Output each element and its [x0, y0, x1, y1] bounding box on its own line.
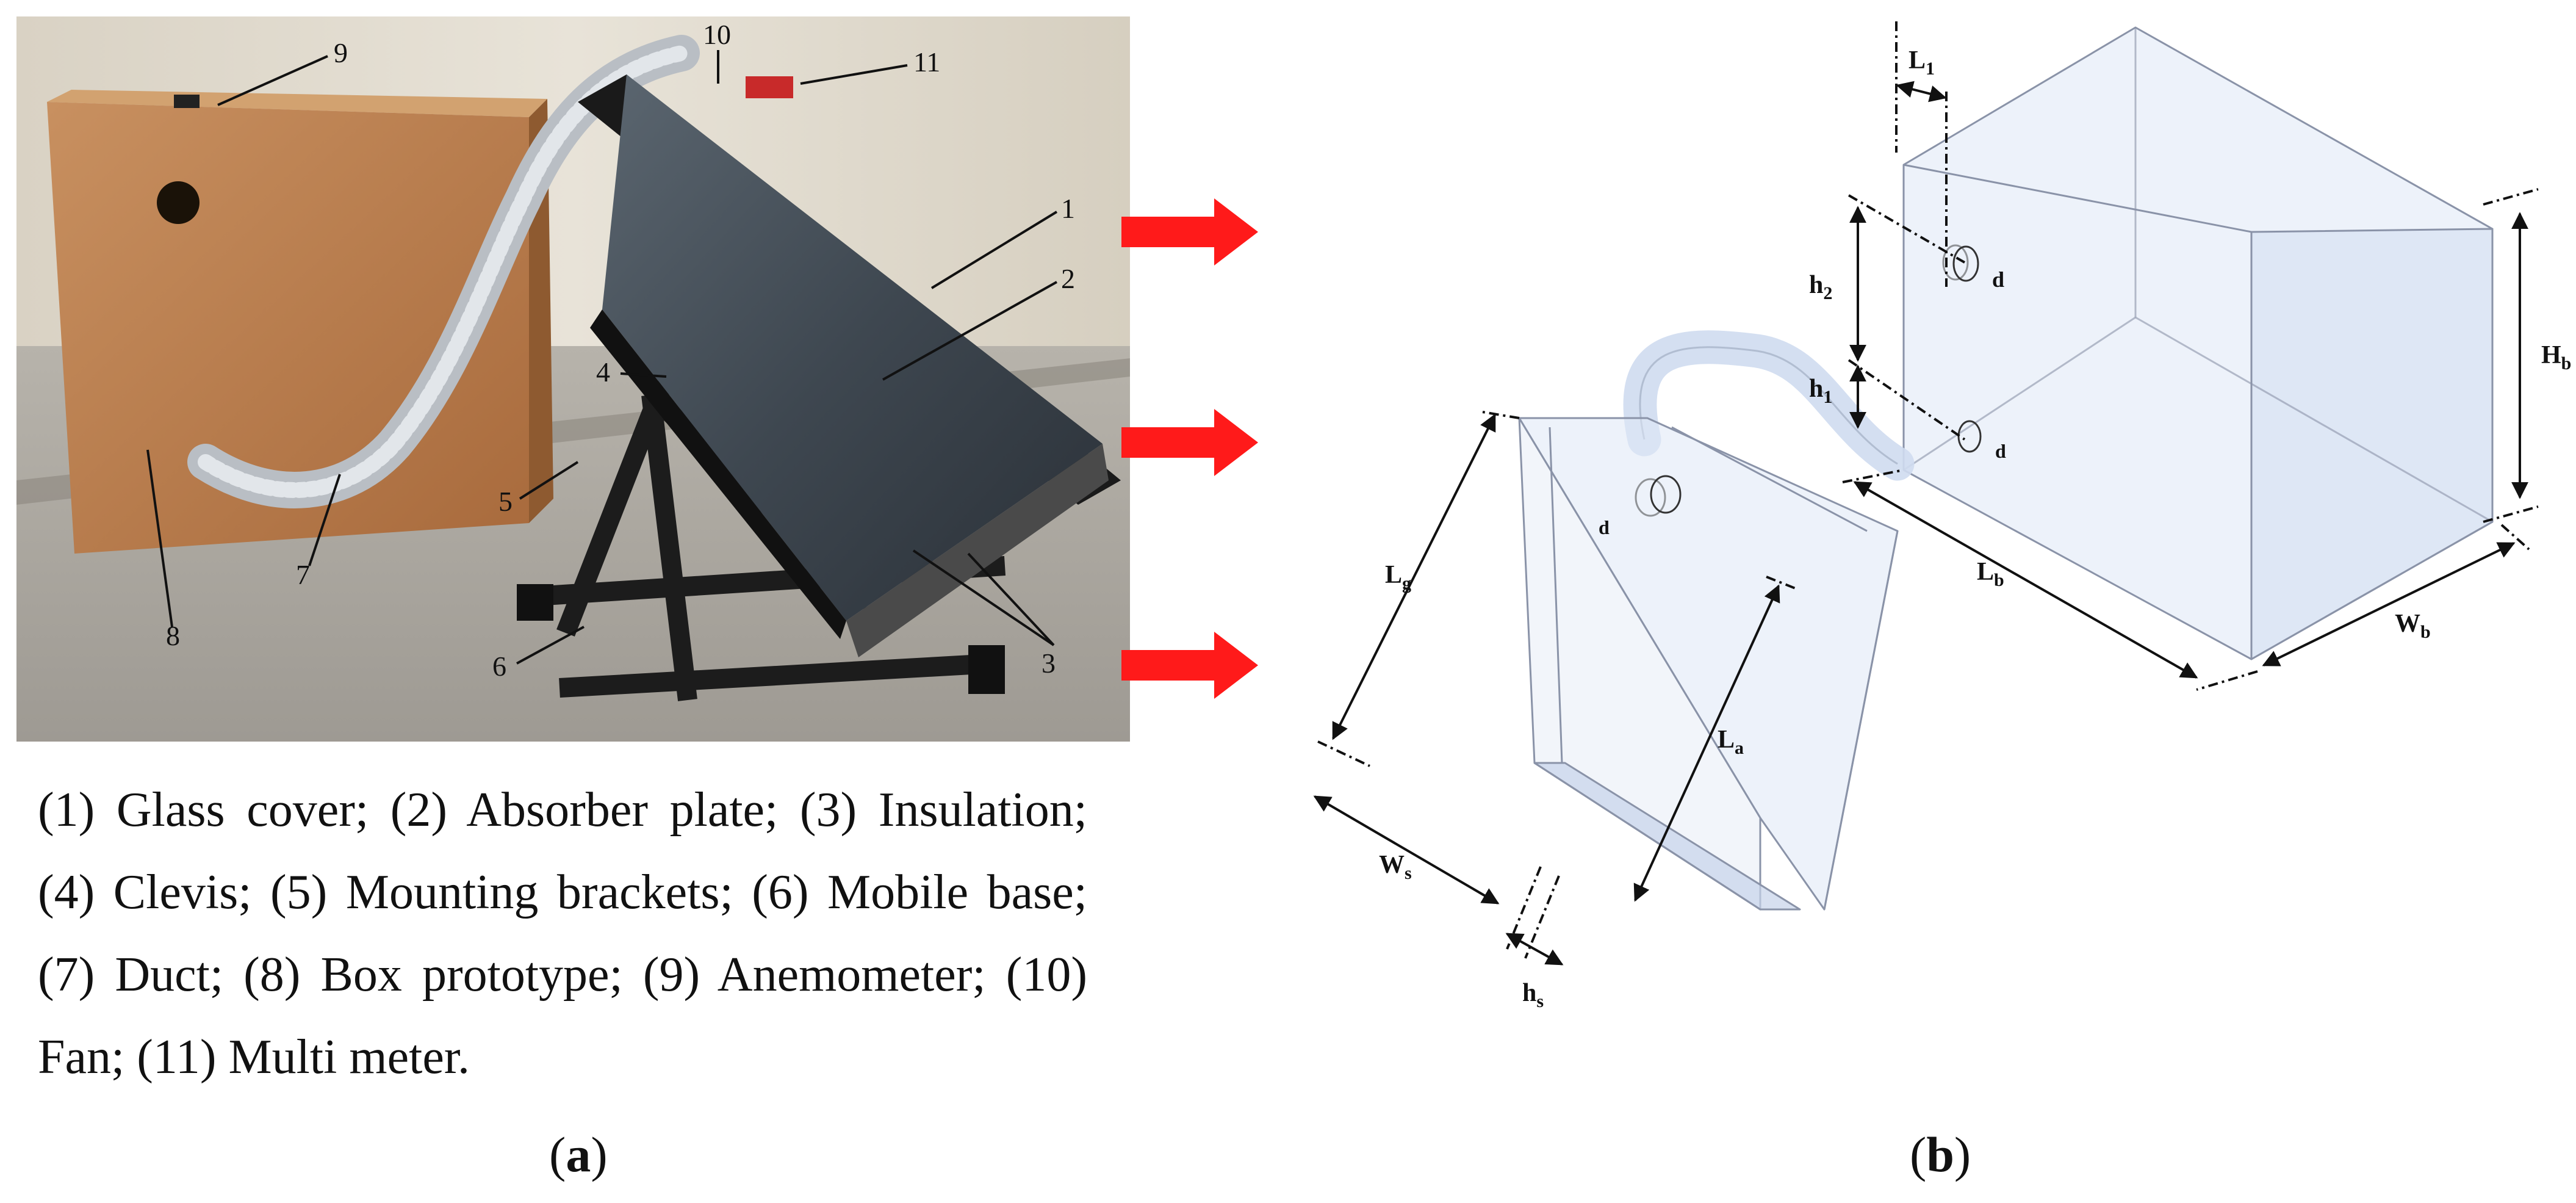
callout-11: 11	[913, 46, 940, 78]
label-d-top: d	[1992, 267, 2004, 292]
red-arrows	[1121, 198, 1258, 699]
callout-7: 7	[296, 559, 310, 590]
anemometer	[174, 95, 200, 108]
label-Lb: Lb	[1977, 558, 2004, 590]
mobile-base	[517, 379, 1006, 701]
duct	[187, 35, 700, 508]
label-Ws: Ws	[1379, 851, 1412, 883]
figure-caption: (1) Glass cover; (2) Absorber plate; (3)…	[38, 783, 1087, 1084]
label-hs: hs	[1522, 979, 1544, 1011]
label-Lg: Lg	[1385, 561, 1411, 593]
dimension-labels: L1 h2 h1 d d d Hb Lb Wb Lg La Ws hs	[1379, 46, 2571, 1011]
label-d-bottom: d	[1995, 440, 2006, 462]
collector-outlet-hole	[1650, 475, 1682, 514]
label-Wb: Wb	[2395, 610, 2431, 642]
callout-4: 4	[596, 356, 610, 388]
panel-label-a: (a)	[549, 1127, 608, 1182]
panel-label-b: (b)	[1910, 1127, 1971, 1182]
callout-9: 9	[334, 37, 348, 68]
fan	[746, 76, 793, 98]
callout-8: 8	[166, 620, 180, 651]
top-outlet-hole	[1952, 245, 1979, 282]
callout-numbers: 9 10 11 1 2 4 5 6 7 8 3	[166, 19, 1075, 682]
solar-collector	[578, 74, 1121, 657]
callout-5: 5	[498, 486, 513, 517]
callout-2: 2	[1061, 263, 1075, 294]
label-d-collector: d	[1599, 516, 1610, 538]
label-Hb: Hb	[2541, 341, 2571, 374]
label-L1: L1	[1909, 46, 1935, 79]
label-h1: h1	[1809, 375, 1832, 407]
red-arrow-3	[1121, 632, 1258, 699]
collector-box	[1518, 417, 1899, 911]
red-arrow-2	[1121, 409, 1258, 476]
callout-arrows	[146, 50, 1058, 665]
callout-1: 1	[1061, 193, 1075, 224]
red-arrow-1	[1121, 198, 1258, 266]
connecting-duct	[1623, 330, 1915, 481]
dimension-lines	[1313, 21, 2539, 966]
callout-3: 3	[1042, 648, 1056, 679]
schematic-diagram: L1 h2 h1 d d d Hb Lb Wb Lg La Ws hs	[1121, 21, 2571, 1011]
label-La: La	[1718, 726, 1744, 758]
prototype-photo: 9 10 11 1 2 4 5 6 7 8 3	[16, 16, 1130, 742]
callout-6: 6	[492, 651, 506, 682]
label-h2: h2	[1809, 271, 1832, 303]
callout-10: 10	[703, 19, 731, 50]
